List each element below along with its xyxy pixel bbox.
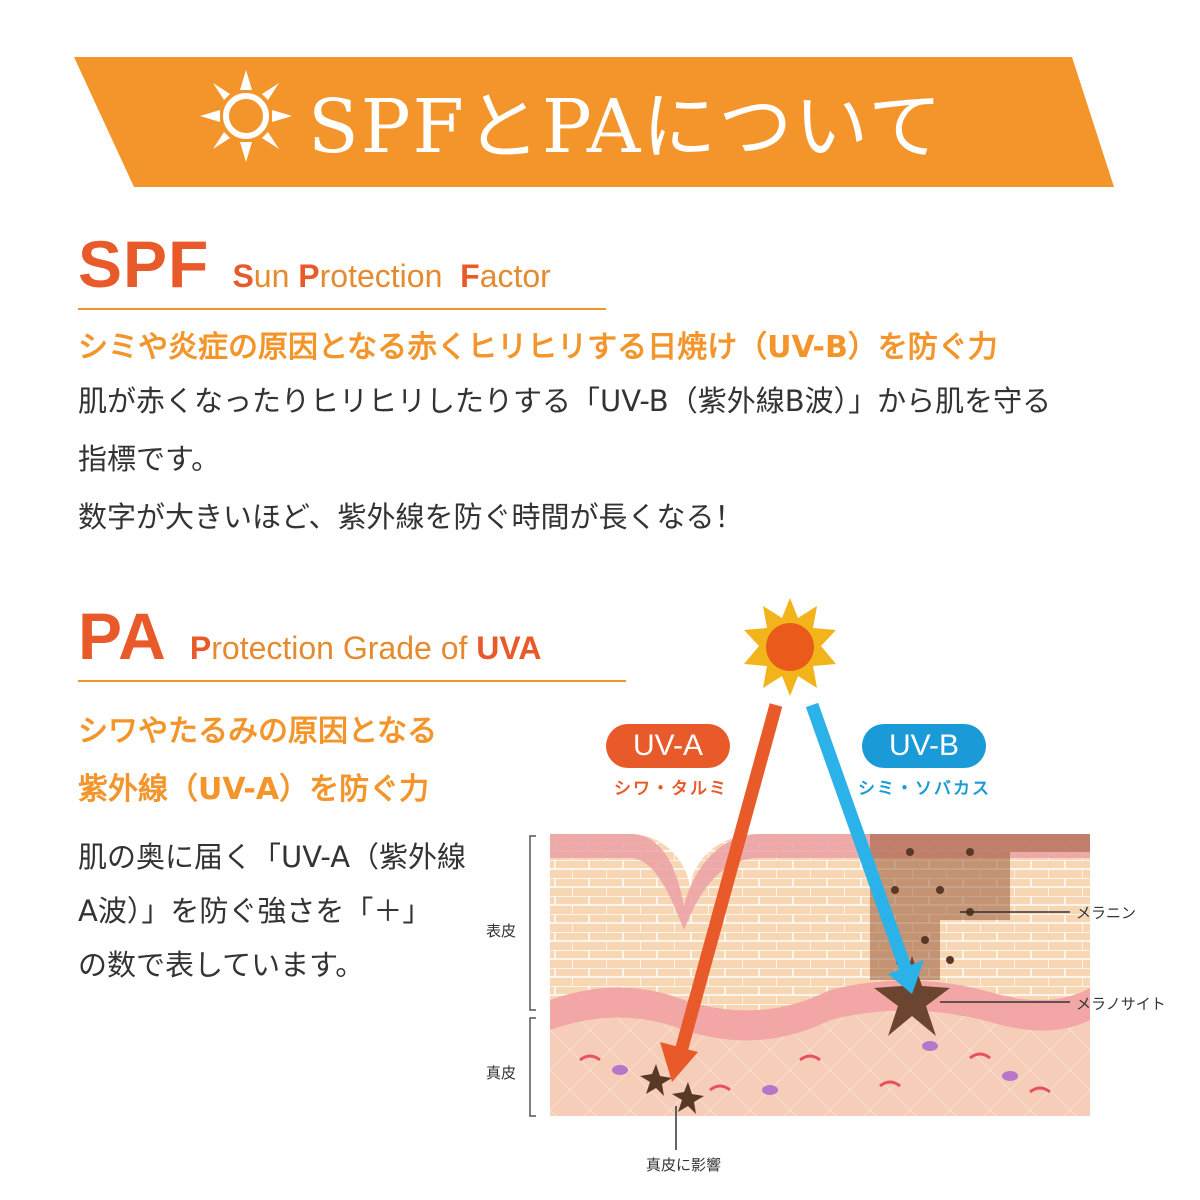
uva-effect-label: シワ・タルミ bbox=[614, 779, 728, 799]
pa-heading: PA Protection Grade of UVA bbox=[78, 598, 626, 682]
pa-full-part: rotection Grade of bbox=[211, 630, 477, 666]
pa-body-line: 肌の奥に届く「UV-A（紫外線 bbox=[78, 840, 467, 874]
title-banner: SPFとPAについて bbox=[0, 0, 1200, 200]
spf-body-line: 数字が大きいほど、紫外線を防ぐ時間が長くなる！ bbox=[78, 500, 744, 534]
dermis-effect-label: 真皮に影響 bbox=[646, 1156, 722, 1174]
uva-arrow bbox=[673, 703, 783, 1057]
pa-subhead-line: 紫外線（UV-A）を防ぐ力 bbox=[78, 772, 430, 807]
spf-body-line: 指標です。 bbox=[78, 442, 221, 476]
pa-body-line: A波）」を防ぐ強さを「＋」 bbox=[78, 894, 432, 928]
dermis-label: 真皮 bbox=[486, 1064, 517, 1082]
uvb-effect-label: シミ・ソバカス bbox=[858, 779, 991, 799]
pa-subhead-line: シワやたるみの原因となる bbox=[78, 714, 438, 749]
pa-full-part: P bbox=[189, 630, 212, 666]
melanocyte-shape bbox=[874, 956, 950, 1036]
pa-abbr: PA bbox=[78, 599, 167, 673]
spf-full-name: Sun Protection Factor bbox=[232, 258, 550, 295]
spf-full-part: un bbox=[253, 258, 299, 294]
spf-subhead: シミや炎症の原因となる赤くヒリヒリする日焼け（UV-B）を防ぐ力 bbox=[78, 330, 998, 365]
spf-full-part: S bbox=[232, 258, 254, 294]
spf-heading: SPF Sun Protection Factor bbox=[78, 226, 606, 310]
dermis-layer bbox=[550, 1010, 1090, 1116]
spf-body-line: 肌が赤くなったりヒリヒリしたりする「UV-B（紫外線B波）」から肌を守る bbox=[78, 384, 1052, 418]
spf-full-part: rotection bbox=[319, 258, 461, 294]
pa-full-name: Protection Grade of UVA bbox=[190, 630, 542, 667]
page-title: SPFとPAについて bbox=[308, 84, 945, 170]
spf-full-part: actor bbox=[479, 258, 551, 294]
uvb-badge: UV-B bbox=[862, 724, 986, 768]
sun-icon bbox=[744, 598, 836, 696]
uvb-arrow bbox=[805, 702, 913, 973]
melanocyte-label: メラノサイト bbox=[1076, 995, 1166, 1013]
melanin-label: メラニン bbox=[1076, 904, 1137, 922]
pa-body-line: の数で表しています。 bbox=[78, 948, 365, 982]
banner-background bbox=[74, 57, 1114, 187]
spf-abbr: SPF bbox=[78, 227, 210, 301]
pa-full-part: UVA bbox=[476, 630, 542, 666]
spf-full-part: P bbox=[298, 258, 320, 294]
epidermis-label: 表皮 bbox=[486, 922, 517, 940]
uva-badge: UV-A bbox=[606, 724, 730, 768]
skin-diagram: UV-A シワ・タルミ UV-B シミ・ソバカス 表皮 真皮 メラニン メラノサ… bbox=[470, 590, 1200, 1190]
spf-full-part: F bbox=[460, 258, 480, 294]
sun-outline-icon bbox=[200, 70, 292, 162]
skin-illustration bbox=[529, 598, 1090, 1150]
